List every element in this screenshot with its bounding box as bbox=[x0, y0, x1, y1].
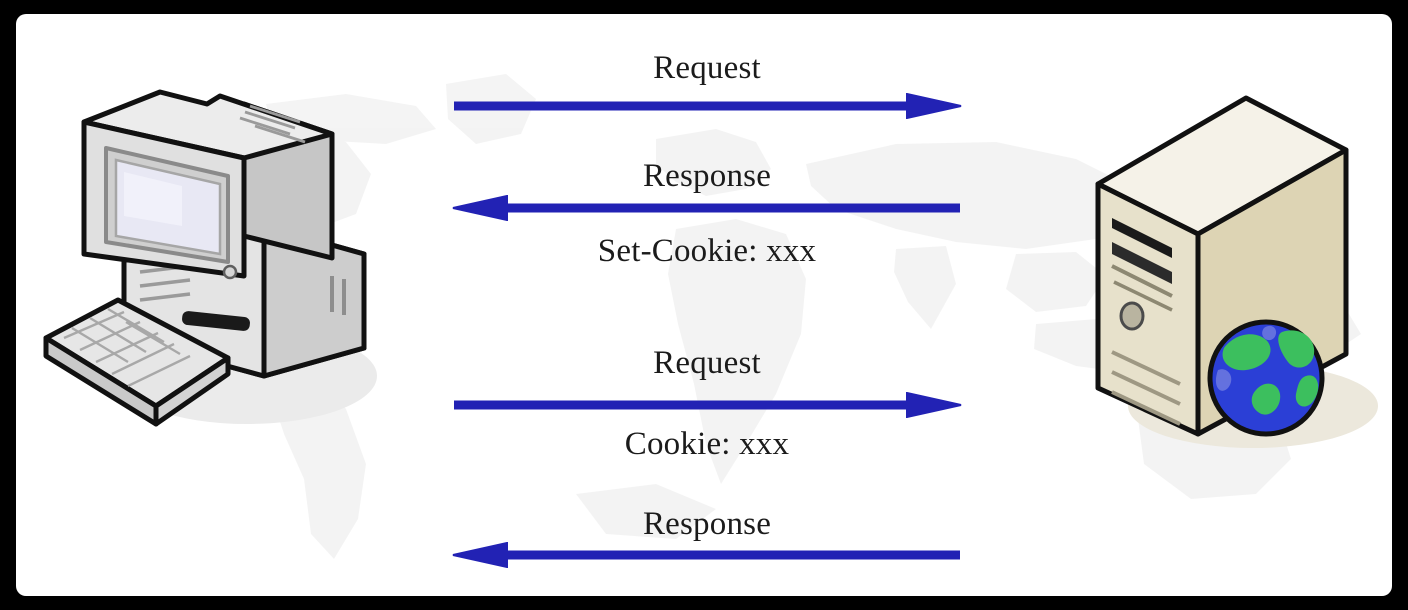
diagram-canvas: Request Response Set-Cookie: xxx Request… bbox=[16, 14, 1392, 596]
message-3-arrow-right bbox=[454, 392, 962, 418]
message-2-primary-label: Response bbox=[642, 158, 772, 194]
message-3-primary-label: Request bbox=[653, 345, 761, 381]
message-4-primary-label: Response bbox=[642, 506, 772, 542]
message-1-primary-label: Request bbox=[653, 50, 761, 86]
web-server-icon bbox=[1095, 95, 1378, 448]
message-2-arrow-left bbox=[452, 195, 960, 221]
message-flow-layer: Request Response Set-Cookie: xxx Request… bbox=[16, 14, 1392, 596]
message-2-secondary-label: Set-Cookie: xxx bbox=[597, 233, 817, 269]
message-1-arrow-right bbox=[454, 93, 962, 119]
message-3-secondary-label: Cookie: xxx bbox=[624, 426, 790, 462]
message-4-arrow-left bbox=[452, 542, 960, 568]
client-computer-icon bbox=[43, 89, 377, 427]
